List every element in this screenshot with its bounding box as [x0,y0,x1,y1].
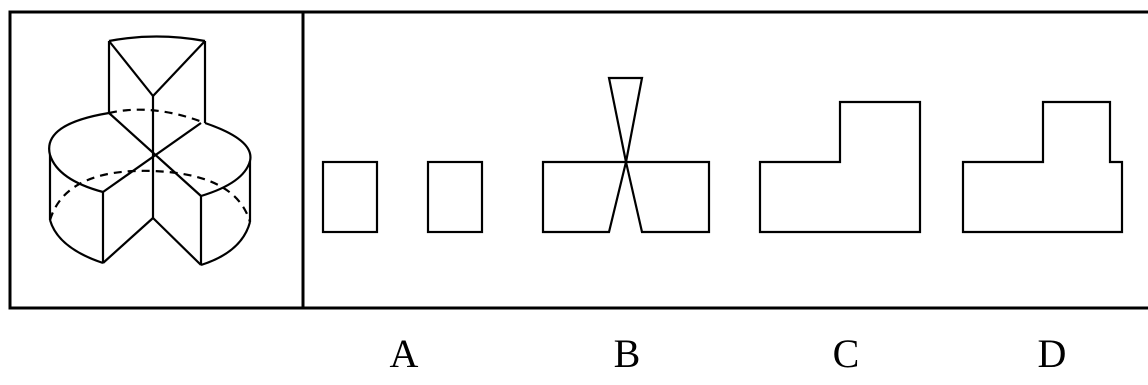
option-a-rect-left [321,160,379,234]
solid-top-arc [108,35,206,43]
option-a-label[interactable]: A [389,331,419,376]
option-b-top-triangle [607,76,644,163]
solid-bottom-left [48,219,104,265]
option-c-outline [758,100,922,234]
option-a-figure [321,160,484,234]
solid-bottom-right [200,221,252,267]
option-a-rect-right [426,160,484,234]
solid-rim-hidden [108,108,206,125]
figure-frame [8,10,1148,310]
option-b-left-piece [541,160,628,234]
solid-notch-right [152,217,202,266]
option-b-label[interactable]: B [613,331,641,376]
solid-rim-right [200,121,252,198]
solid-bottom-hidden [48,169,252,223]
solid-divide-b [108,112,202,197]
option-d-label[interactable]: D [1037,331,1067,376]
solid-top-front-right [152,40,206,97]
solid-top-front-left [108,40,154,97]
option-b-right-piece [624,160,711,234]
option-d-outline [961,100,1124,234]
reference-solid [48,35,252,267]
option-c-label[interactable]: C [832,331,860,376]
solid-rim-left [48,111,110,194]
solid-notch-left [102,217,154,264]
option-c-figure [758,100,922,234]
option-b-figure [541,76,711,234]
option-d-figure [961,100,1124,234]
frame-outline [8,10,1148,310]
